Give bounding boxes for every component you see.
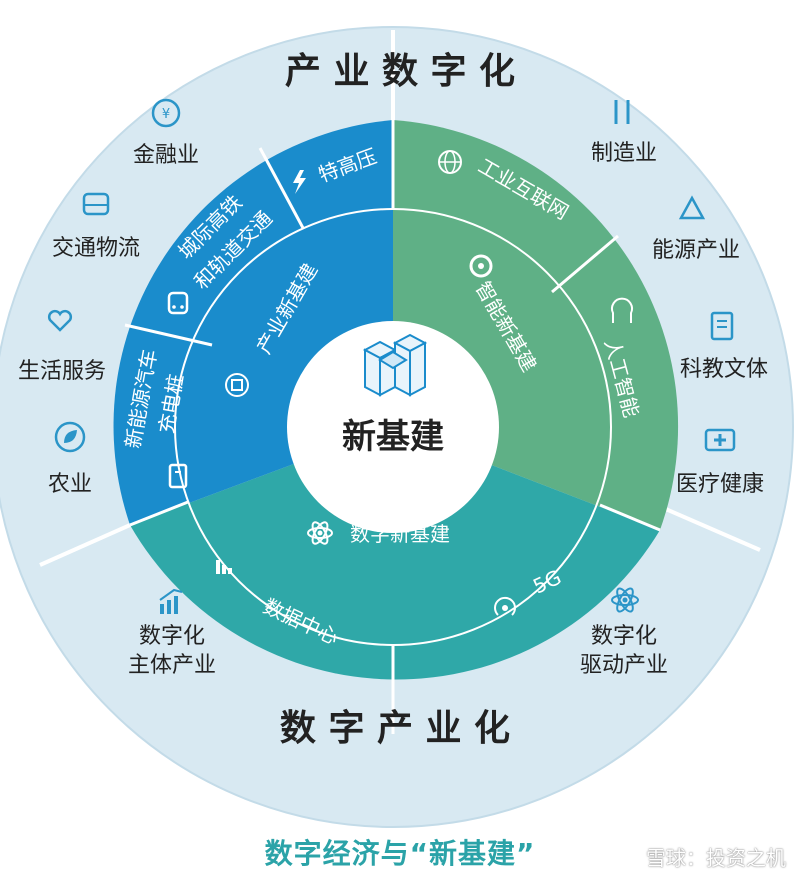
outer-right-item: 能源产业 [652,238,740,263]
outer-left-item: 农业 [48,472,92,497]
ai-head-icon [611,297,633,323]
building-blocks-icon [362,333,428,397]
outer-left-item: 生活服务 [18,359,106,384]
bus-icon [82,192,110,216]
signal-icon [494,596,516,616]
watermark: 雪球：投资之机 [646,846,786,870]
bottom-left-line2: 主体产业 [128,653,216,678]
outer-left-item: 交通物流 [52,236,140,261]
growth-chart-icon [159,588,183,614]
bottom-left-line1: 数字化 [139,624,205,649]
tools-icon [614,100,630,124]
train-icon [167,291,189,315]
leaf-icon [54,421,86,453]
book-icon [710,311,734,341]
outer-right-item: 医疗健康 [676,472,764,497]
outer-right-item: 科教文体 [680,357,768,382]
globe-icon [438,150,462,174]
svg-text:¥: ¥ [162,107,170,122]
digital-sector [130,427,660,680]
bottom-right-line1: 数字化 [591,624,657,649]
center-circle [287,321,499,533]
bottom-right-line2: 驱动产业 [580,653,668,678]
outer-right-item: 制造业 [591,141,657,166]
gear-icon [469,254,493,278]
charging-station-icon [168,463,188,489]
divider-c [129,500,189,527]
footer-title: 数字经济与“新基建” [264,837,536,870]
divider-f [551,234,619,294]
lightning-icon [293,170,306,194]
outer-title-bottom: 数 字 产 业 化 [280,708,510,749]
digital-ring-label: 数字新基建 [350,522,450,546]
outer-title-top: 产 业 数 字 化 [285,51,515,92]
recycle-icon [678,195,706,220]
divider-e [258,147,305,229]
outer-divider-left [39,523,131,567]
outer-left-item: 金融业 [133,143,199,168]
atom-icon [307,521,333,545]
center-title: 新基建 [342,417,444,457]
atom-icon [611,587,639,613]
yuan-icon: ¥ [151,98,181,128]
heart-hand-icon [47,309,73,332]
divider-b [599,503,661,532]
bar-chart-icon [216,560,232,574]
chip-icon [225,373,249,397]
divider-d [124,323,213,347]
medical-kit-icon [704,428,736,452]
